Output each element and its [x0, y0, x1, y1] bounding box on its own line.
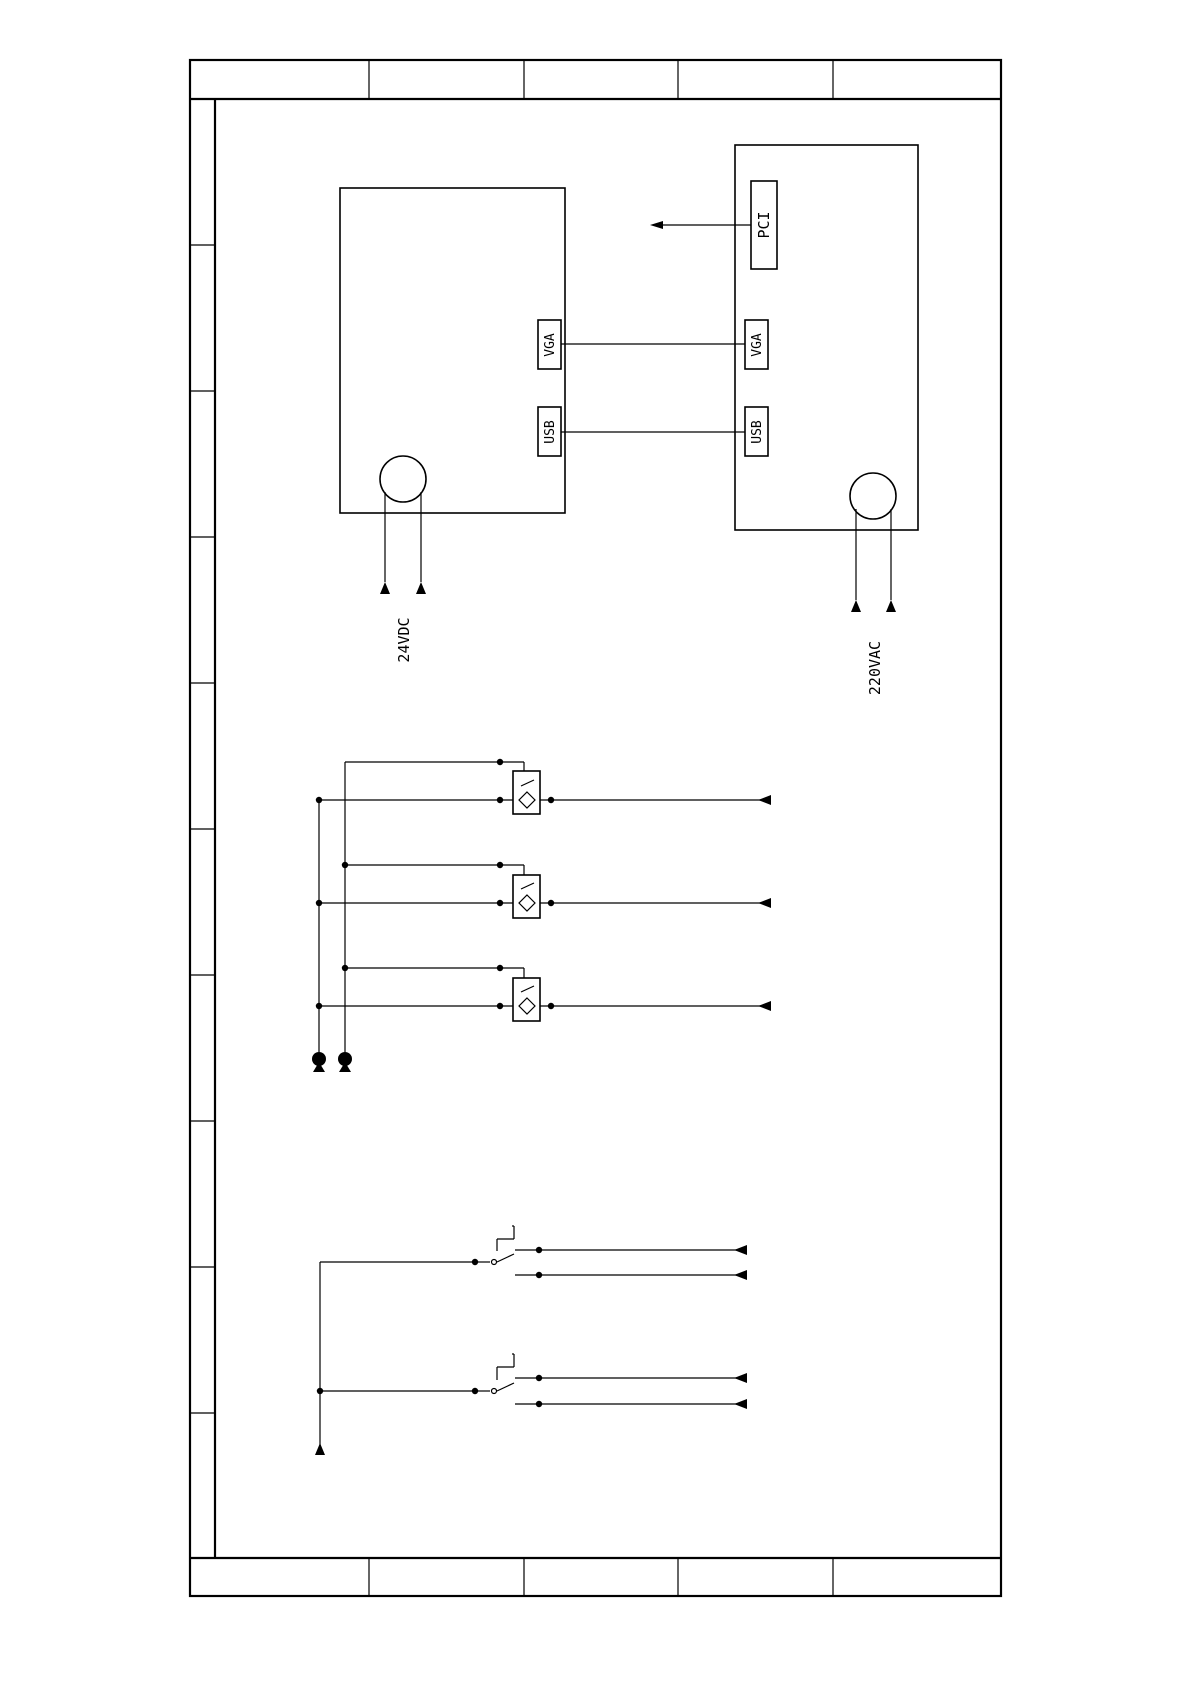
arrow-up-icon — [380, 582, 390, 594]
arrow-left-icon — [758, 898, 771, 908]
arrow-left-icon — [758, 795, 771, 805]
drawing-frame — [190, 60, 1001, 1596]
pc-pci-label: PCI — [755, 211, 773, 238]
sensor-icon — [513, 978, 540, 1021]
push-button-switch-2 — [317, 1354, 747, 1409]
arrow-left-icon — [734, 1399, 747, 1409]
industrial-pc-unit: 220VAC USB VGA PCI — [735, 145, 918, 695]
supply-220vac-label: 220VAC — [866, 641, 884, 695]
data-links — [561, 221, 751, 432]
sensor-icon — [513, 875, 540, 918]
top-title-dividers — [369, 60, 833, 99]
arrow-left-icon — [734, 1270, 747, 1280]
sensor-section — [312, 759, 771, 1072]
arrow-up-icon — [886, 600, 896, 612]
proximity-sensor-1 — [316, 759, 771, 814]
display-panel-unit: 24VDC USB VGA — [340, 188, 565, 663]
arrow-left-icon — [758, 1001, 771, 1011]
proximity-sensor-3 — [316, 965, 771, 1021]
panel-vga-label: VGA — [543, 333, 558, 357]
pc-power-connector-icon — [850, 473, 896, 519]
arrow-left-icon — [650, 221, 663, 229]
supply-24vdc-label: 24VDC — [395, 617, 413, 662]
pc-vga-label: VGA — [750, 333, 765, 357]
panel-power-connector-icon — [380, 456, 426, 502]
arrow-up-icon — [416, 582, 426, 594]
arrow-up-icon — [851, 600, 861, 612]
pc-usb-label: USB — [750, 420, 765, 444]
arrow-left-icon — [734, 1373, 747, 1383]
arrow-left-icon — [734, 1245, 747, 1255]
panel-usb-label: USB — [543, 420, 558, 444]
bottom-title-dividers — [369, 1558, 833, 1596]
push-button-switch-1 — [320, 1226, 747, 1280]
arrow-up-icon — [315, 1443, 325, 1455]
left-zone-ticks — [190, 245, 215, 1413]
proximity-sensor-2 — [316, 862, 771, 918]
switch-section — [315, 1226, 747, 1455]
